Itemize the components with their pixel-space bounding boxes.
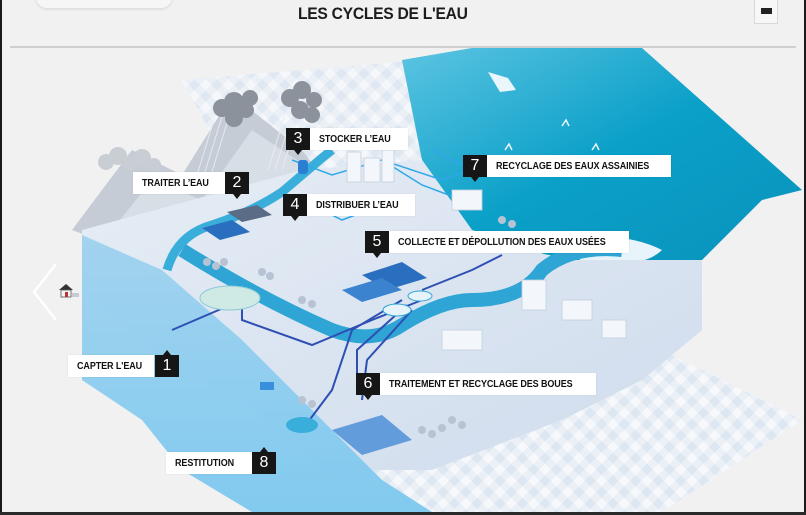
house-icon[interactable] [58, 283, 80, 299]
step-label-collecte[interactable]: COLLECTE ET DÉPOLLUTION DES EAUX USÉES [389, 231, 629, 253]
water-cycle-illustration [2, 48, 802, 512]
step-label-restitution[interactable]: RESTITUTION [166, 452, 252, 474]
window-bottom-edge [0, 512, 806, 515]
step-marker-2[interactable]: 2 [225, 172, 249, 199]
step-label-traiter[interactable]: TRAITER L’EAU [133, 172, 225, 194]
step-label-recyclage[interactable]: RECYCLAGE DES EAUX ASSAINIES [487, 155, 671, 177]
page-title: LES CYCLES DE L'EAU [298, 4, 468, 23]
step-label-stocker[interactable]: STOCKER L’EAU [310, 128, 408, 150]
step-label-distribuer[interactable]: DISTRIBUER L’EAU [307, 194, 415, 216]
hamburger-menu-icon [760, 7, 772, 14]
previous-arrow-button[interactable] [30, 262, 62, 322]
step-marker-8[interactable]: 8 [252, 447, 276, 474]
top-tab-pill [36, 0, 172, 8]
step-marker-7[interactable]: 7 [463, 155, 487, 182]
step-marker-3[interactable]: 3 [286, 128, 310, 155]
step-marker-5[interactable]: 5 [365, 231, 389, 258]
step-label-capter[interactable]: CAPTER L'EAU [68, 355, 154, 377]
step-marker-4[interactable]: 4 [283, 194, 307, 221]
header-divider [10, 46, 796, 48]
menu-button[interactable] [754, 0, 778, 24]
step-marker-1[interactable]: 1 [155, 350, 179, 377]
step-label-boues[interactable]: TRAITEMENT ET RECYCLAGE DES BOUES [380, 373, 596, 395]
step-marker-6[interactable]: 6 [356, 373, 380, 400]
